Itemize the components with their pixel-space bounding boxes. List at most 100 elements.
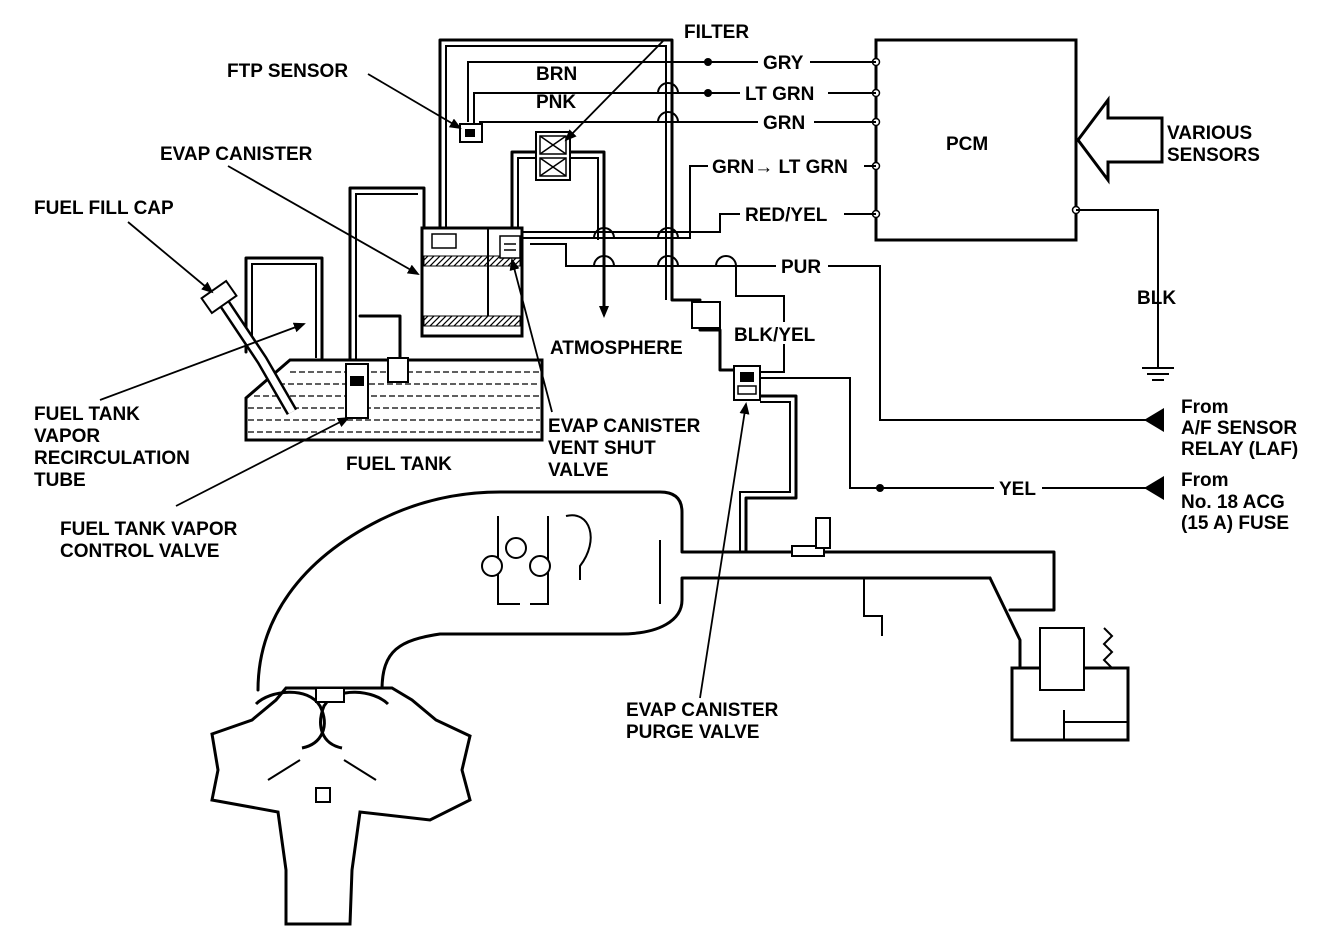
intake-runners <box>497 516 549 605</box>
wire-label-grn-lt-grn: GRN→ LT GRN <box>712 157 848 178</box>
recirc-tube-label-2: VAPOR <box>34 426 100 447</box>
from-fuse-arrow <box>1144 476 1164 500</box>
fuel-fill-cap-label: FUEL FILL CAP <box>34 198 174 219</box>
tank-vapor-line <box>348 186 426 364</box>
blk-wire <box>1076 209 1159 368</box>
recirc-tube-label-3: RECIRCULATION <box>34 448 190 469</box>
gry-splice <box>704 58 712 66</box>
recirc-tube-leader <box>99 322 306 401</box>
wire-label-brn: BRN <box>536 64 577 85</box>
from-af-relay-label-1: From <box>1181 397 1229 418</box>
various-sensors-label-2: SENSORS <box>1167 145 1260 166</box>
grn-wire <box>479 121 876 126</box>
recirculation-tube-inner <box>251 263 317 358</box>
from-fuse-label-3: (15 A) FUSE <box>1181 513 1289 534</box>
wire-crossing <box>657 255 679 267</box>
purge-valve-leader <box>699 402 750 699</box>
from-af-relay-label-3: RELAY (LAF) <box>1181 439 1298 460</box>
recirc-tube-label-1: FUEL TANK <box>34 404 140 425</box>
filter-leader <box>564 39 665 142</box>
ground-symbol <box>1142 367 1174 381</box>
pcm-label: PCM <box>946 134 988 155</box>
various-sensors-label-1: VARIOUS <box>1167 123 1252 144</box>
engine-head <box>210 686 472 926</box>
vent-shut-valve-label-2: VENT SHUT <box>548 438 656 459</box>
pcm-module: PCM <box>871 38 1081 242</box>
from-fuse-label-2: No. 18 ACG <box>1181 492 1285 513</box>
wire-label-lt-grn: LT GRN <box>745 84 814 105</box>
ftp-sensor-label: FTP SENSOR <box>227 61 348 82</box>
wire-label-pnk: PNK <box>536 92 576 113</box>
wire-crossing <box>715 255 737 267</box>
vent-shut-valve-leader <box>509 258 553 413</box>
purge-to-intake-pipe-inner <box>739 401 791 552</box>
intake-port-right <box>319 690 390 750</box>
filter-inlet-pipe-inner <box>517 157 540 230</box>
purge-valve-label-1: EVAP CANISTER <box>626 700 779 721</box>
wire-label-yel: YEL <box>999 479 1036 500</box>
idle-air-port <box>863 578 883 636</box>
evap-canister-label: EVAP CANISTER <box>160 144 313 165</box>
intake-and-engine <box>210 490 1130 926</box>
vapor-control-valve-label-1: FUEL TANK VAPOR <box>60 519 238 540</box>
wire-label-gry: GRY <box>763 53 804 74</box>
injector-boss <box>315 687 345 703</box>
yel-wire <box>760 377 1150 489</box>
wire-label-blk-yel: BLK/YEL <box>734 325 816 346</box>
recirc-tube-label-4: TUBE <box>34 470 86 491</box>
fuel-tank-label: FUEL TANK <box>346 454 452 475</box>
rollover-valve <box>387 357 409 383</box>
wire-label-red-yel: RED/YEL <box>745 205 828 226</box>
various-sensors-arrow <box>1076 95 1164 185</box>
vent-shut-valve-label-3: VALVE <box>548 460 609 481</box>
wire-crossing <box>657 227 679 239</box>
recirculation-tube <box>244 256 324 360</box>
purge-valve-assembly <box>691 301 761 401</box>
filter-inlet-pipe <box>510 150 542 232</box>
atmosphere-pipe <box>568 150 606 312</box>
purge-valve-label-2: PURGE VALVE <box>626 722 759 743</box>
engine-fitting <box>315 787 331 803</box>
filter-label: FILTER <box>684 22 749 43</box>
pur-wire <box>530 243 1150 421</box>
intake-manifold-inner <box>380 576 992 692</box>
evap-canister-leader <box>227 165 420 275</box>
purge-valve-inlet <box>698 328 742 372</box>
pcm-box <box>874 38 1078 242</box>
blk-yel-wire <box>735 266 785 373</box>
from-af-relay-label-2: A/F SENSOR <box>1181 418 1297 439</box>
valve-stem-left <box>267 759 301 781</box>
leader-lines <box>99 39 750 699</box>
filter-element <box>535 131 571 181</box>
vapor-control-valve-leader <box>175 417 350 507</box>
fuel-fill-cap-leader <box>127 221 214 294</box>
intake-port-left <box>254 690 326 750</box>
filler-neck <box>200 279 298 415</box>
ftp-sensor-leader <box>367 73 462 130</box>
evap-canister <box>420 226 524 338</box>
fuel-fill-cap <box>200 279 238 315</box>
wire-label-pur: PUR <box>781 257 821 278</box>
throttle-transition <box>988 576 1022 670</box>
wire-label-grn: GRN <box>763 113 805 134</box>
wire-label-blk: BLK <box>1137 288 1176 309</box>
atmosphere-label: ATMOSPHERE <box>550 338 683 359</box>
runner-loop <box>565 514 592 580</box>
lt-grn-splice <box>704 89 712 97</box>
resonator <box>1039 627 1085 691</box>
wire-crossing <box>657 111 679 123</box>
runner-port <box>529 555 551 577</box>
yel-splice <box>876 484 884 492</box>
tank-vapor-line-inner <box>355 193 418 362</box>
purge-line-inner <box>445 45 667 300</box>
vapor-control-valve-label-2: CONTROL VALVE <box>60 541 219 562</box>
purge-to-intake-pipe <box>744 394 798 554</box>
vapor-piping <box>244 38 798 554</box>
purge-line <box>438 38 702 302</box>
valve-stem-right <box>343 759 377 781</box>
fuel-tank <box>244 357 544 442</box>
from-af-relay-arrow <box>1144 408 1164 432</box>
vapor-control-valve <box>345 363 369 419</box>
runner-port <box>481 555 503 577</box>
ftp-sensor <box>459 123 483 143</box>
